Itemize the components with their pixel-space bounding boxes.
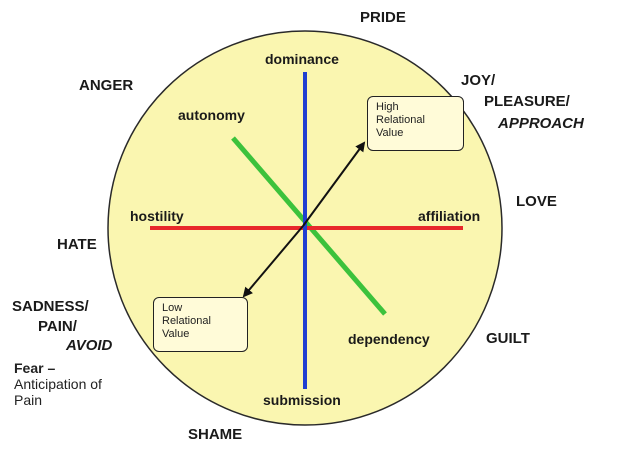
label-hostility: hostility — [130, 208, 184, 224]
high-box-line-3: Value — [376, 127, 404, 139]
arrow-to-low-value — [242, 225, 304, 298]
emotion-love: LOVE — [516, 193, 557, 210]
low-relational-value-box: Low Relational Value — [153, 297, 248, 352]
high-box-line-2: Relational — [376, 114, 425, 126]
label-dominance: dominance — [265, 51, 339, 67]
emotion-pride: PRIDE — [360, 9, 406, 26]
low-box-line-1: Low — [162, 302, 183, 314]
high-box-line-1: High — [376, 101, 399, 113]
fear-title: Fear – — [14, 360, 56, 376]
low-box-line-2: Relational — [162, 315, 211, 327]
emotion-avoid: AVOID — [66, 337, 113, 354]
emotion-pleasure: PLEASURE/ — [484, 93, 570, 110]
arrow-to-high-value — [302, 141, 366, 227]
fear-note: Fear – Anticipation of Pain — [14, 360, 102, 408]
label-autonomy: autonomy — [178, 107, 245, 123]
fear-line-2: Pain — [14, 392, 43, 408]
label-dependency: dependency — [348, 331, 430, 347]
low-box-line-3: Value — [162, 328, 190, 340]
emotion-anger: ANGER — [79, 77, 134, 94]
emotion-guilt: GUILT — [486, 330, 530, 347]
emotion-shame: SHAME — [188, 426, 243, 443]
label-affiliation: affiliation — [418, 208, 481, 224]
emotion-joy: JOY/ — [461, 72, 496, 89]
emotion-hate: HATE — [57, 236, 97, 253]
fear-line-1: Anticipation of — [14, 376, 102, 392]
emotion-pain: PAIN/ — [38, 318, 77, 335]
high-relational-value-box: High Relational Value — [367, 96, 464, 151]
emotion-approach: APPROACH — [498, 115, 584, 132]
label-submission: submission — [263, 392, 341, 408]
emotion-sadness: SADNESS/ — [12, 298, 89, 315]
